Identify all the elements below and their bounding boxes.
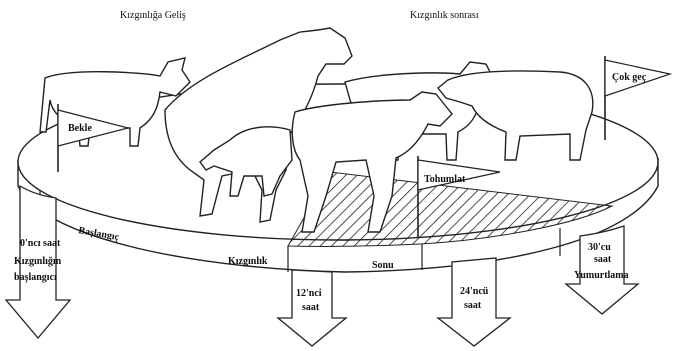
arrow-hour12-line1: 12'nci [296, 288, 322, 299]
header-arrival-label: Kızgınlığa Geliş [120, 10, 186, 21]
segment-end-label: Sonu [372, 260, 394, 271]
arrow-hour24: 24'ncü saat [438, 258, 510, 346]
arrow-hour12-line2: saat [302, 302, 320, 313]
segment-heat-label: Kızgınlık [228, 256, 268, 267]
arrow-hour0-line2: Kızgınlığın [14, 256, 62, 267]
arrow-hour12: 12'nci saat [278, 270, 346, 346]
arrow-hour0-line1: 0'ncı saat [20, 238, 61, 249]
arrow-hour0-line3: başlangıcı [14, 272, 57, 283]
flag-wait-label: Bekle [68, 123, 92, 134]
arrow-hour24-line2: saat [464, 300, 482, 311]
arrow-hour30-line3: Yumurtlama [574, 270, 629, 281]
arrow-hour24-line1: 24'ncü [460, 286, 489, 297]
header-after-label: Kızgınlık sonrası [410, 10, 479, 21]
arrow-hour30-line1: 30'cu [588, 242, 611, 253]
arrow-hour30-line2: saat [594, 254, 612, 265]
flag-too-late-label: Çok geç [612, 72, 647, 83]
flag-breed-label: Tohumlat [424, 174, 466, 185]
